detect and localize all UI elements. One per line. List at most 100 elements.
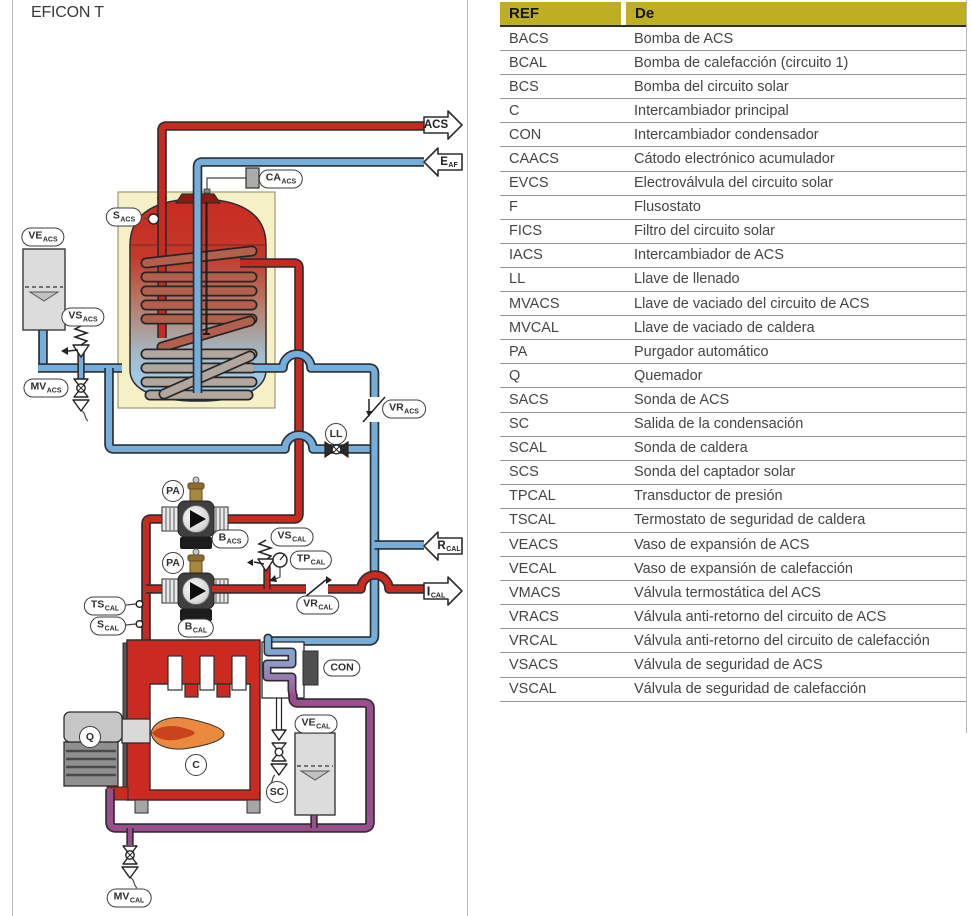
page-title: EFICON T	[31, 4, 104, 21]
legend-header-desc: De	[626, 2, 966, 25]
legend-ref: VRCAL	[509, 632, 558, 649]
flow-arrow-shapes	[423, 110, 463, 606]
legend-desc: Transductor de presión	[634, 488, 783, 505]
safety-valve-vscal	[247, 539, 275, 572]
legend-desc: Válvula termostática del ACS	[634, 584, 821, 601]
sensor-connectors	[125, 217, 150, 629]
cold-water-pipes	[38, 157, 424, 646]
label-c: C	[185, 754, 207, 776]
legend-ref: VRACS	[509, 608, 559, 625]
check-valve-vrcal	[304, 576, 332, 598]
table-row: BACS Bomba de ACS	[500, 27, 966, 52]
table-row: C Intercambiador principal	[500, 99, 966, 124]
legend-ref: SCAL	[509, 440, 547, 457]
legend-desc: Válvula de seguridad de calefacción	[634, 681, 867, 698]
table-row: SCS Sonda del captador solar	[500, 461, 966, 485]
pressure-transducer-tpcal	[269, 552, 288, 582]
legend-ref: SCS	[509, 464, 539, 481]
legend-ref: PA	[509, 343, 528, 360]
table-row: VRACS Válvula anti-retorno del circuito …	[500, 605, 966, 630]
table-row: BCAL Bomba de calefacción (circuito 1)	[500, 51, 966, 76]
return-pipes	[105, 693, 375, 845]
label-pa-1: PA	[162, 480, 184, 502]
table-row: Q Quemador	[500, 364, 966, 389]
expansion-vessel-veacs	[22, 248, 66, 331]
rcal-arrow-shape	[423, 531, 463, 561]
table-row: LL Llave de llenado	[500, 268, 966, 293]
legend-desc: Válvula de seguridad de ACS	[634, 656, 823, 673]
table-row: CON Intercambiador condensador	[500, 123, 966, 148]
expansion-vessel-vecal	[294, 732, 336, 816]
table-row: IACS Intercambiador de ACS	[500, 244, 966, 268]
storage-tank	[117, 191, 276, 409]
legend-ref: C	[509, 102, 520, 119]
legend-desc: Bomba del circuito solar	[634, 78, 789, 95]
table-row: SACS Sonda de ACS	[500, 388, 966, 413]
tank-sensor-dot	[147, 213, 160, 225]
anode-rod	[203, 202, 210, 335]
legend-ref: SACS	[509, 391, 549, 408]
table-row: MVACS Llave de vaciado del circuito de A…	[500, 292, 966, 317]
legend-ref: MVCAL	[509, 319, 559, 336]
table-row: SCAL Sonda de caldera	[500, 437, 966, 461]
legend-desc: Sonda de caldera	[634, 440, 748, 457]
legend-ref: TSCAL	[509, 512, 556, 529]
legend-ref: TPCAL	[509, 488, 556, 505]
legend-desc: Válvula anti-retorno del circuito de cal…	[634, 632, 930, 649]
legend-desc: Válvula anti-retorno del circuito de ACS	[634, 608, 887, 625]
table-row: F Flusostato	[500, 196, 966, 220]
table-row: VSACS Válvula de seguridad de ACS	[500, 653, 966, 678]
legend-desc: Intercambiador de ACS	[634, 247, 784, 264]
table-row: FICS Filtro del circuito solar	[500, 220, 966, 244]
hot-water-pipes	[141, 121, 425, 642]
table-row: VRCAL Válvula anti-retorno del circuito …	[500, 629, 966, 654]
legend-desc: Termostato de seguridad de caldera	[634, 512, 866, 529]
legend-desc: Llave de vaciado de caldera	[634, 319, 815, 336]
panel-divider-line	[467, 0, 468, 916]
legend-desc: Intercambiador principal	[634, 102, 789, 119]
legend-ref: CAACS	[509, 151, 559, 168]
legend-ref: Q	[509, 367, 521, 384]
legend-desc: Sonda de ACS	[634, 391, 730, 408]
label-q: Q	[79, 726, 101, 748]
condensate-drain-sc	[268, 698, 288, 786]
left-border-line	[12, 0, 13, 916]
boiler-body	[106, 639, 261, 814]
condenser-con	[261, 633, 319, 701]
legend-desc: Intercambiador condensador	[634, 126, 819, 143]
table-row: TSCAL Termostato de seguridad de caldera	[500, 509, 966, 533]
legend-header-row: REF De	[500, 2, 966, 27]
legend-desc: Purgador automático	[634, 343, 769, 360]
legend-desc: Quemador	[634, 367, 703, 384]
legend-desc: Filtro del circuito solar	[634, 223, 776, 240]
burner-unit	[63, 711, 151, 787]
legend-desc: Electroválvula del circuito solar	[634, 175, 834, 192]
label-pa-2: PA	[162, 552, 184, 574]
legend-desc: Vaso de expansión de calefacción	[634, 560, 853, 577]
legend-ref: EVCS	[509, 175, 549, 192]
legend-ref: BCS	[509, 78, 539, 95]
acs-arrow-shape	[423, 110, 463, 140]
legend-ref: VSACS	[509, 656, 559, 673]
legend-desc: Flusostato	[634, 199, 701, 216]
ical-arrow-shape	[423, 576, 463, 606]
table-row: VMACS Válvula termostática del ACS	[500, 581, 966, 606]
legend-rows: BACS Bomba de ACS BCAL Bomba de calefacc…	[500, 27, 966, 702]
legend-ref: F	[509, 199, 518, 216]
legend-desc: Sonda del captador solar	[634, 464, 796, 481]
check-valve-vracs	[362, 396, 386, 423]
legend-ref: LL	[509, 271, 526, 288]
boiler-schematic-canvas	[22, 110, 463, 889]
table-row: VEACS Vaso de expansión de ACS	[500, 533, 966, 558]
